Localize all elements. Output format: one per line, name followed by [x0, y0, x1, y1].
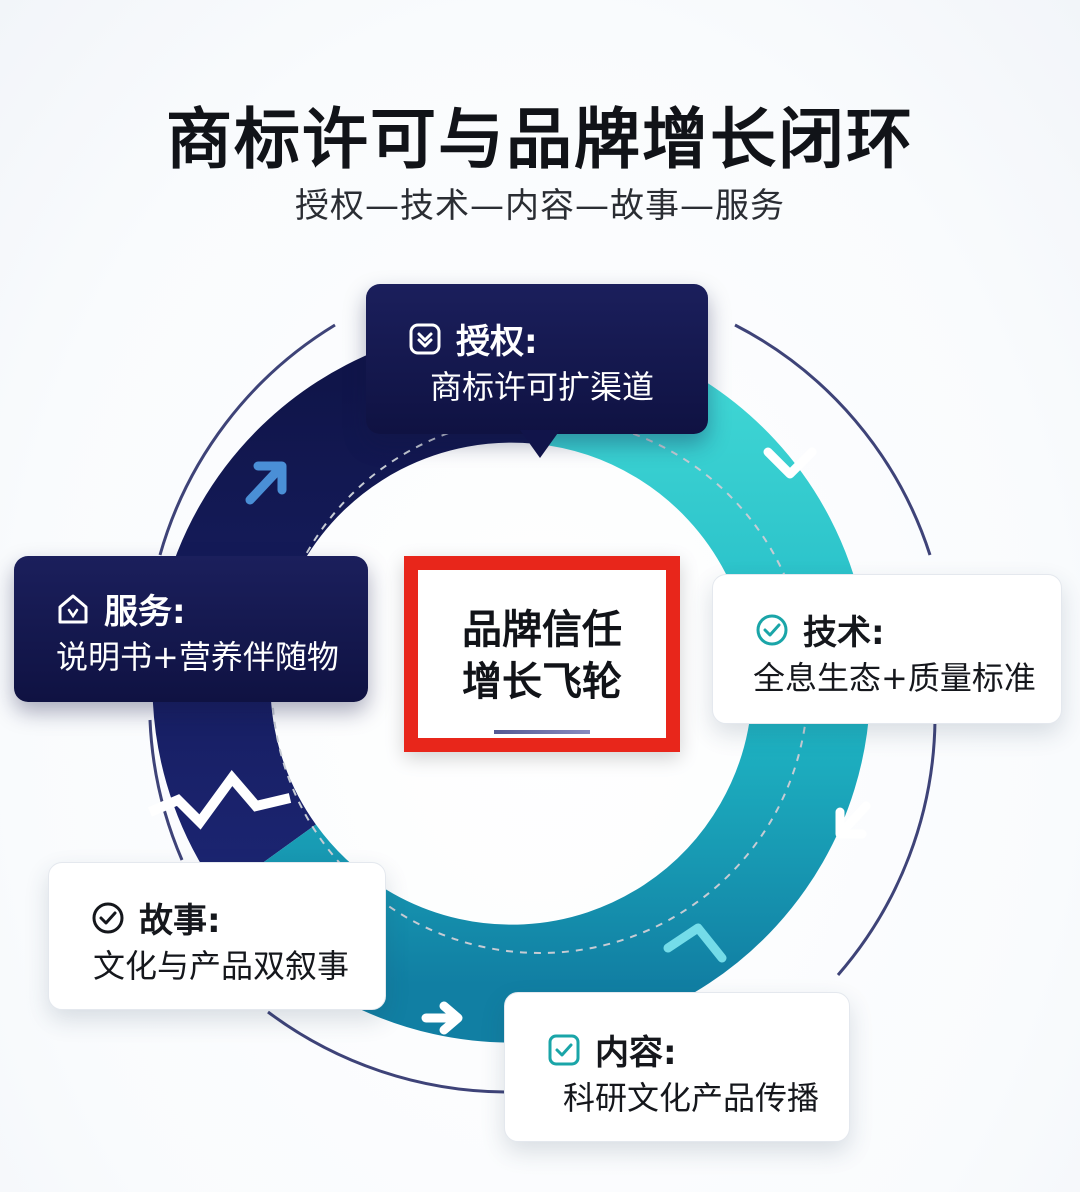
step-license-label: 授权: — [456, 322, 538, 362]
step-tech-header: 技术: — [755, 605, 885, 654]
arrow-down-left-icon — [835, 801, 871, 839]
step-license-header: 授权: — [408, 314, 538, 363]
step-card-story: 故事: 文化与产品双叙事 — [48, 862, 386, 1010]
center-flywheel-box: 品牌信任 增长飞轮 — [404, 556, 680, 752]
arrow-right-icon — [421, 1001, 463, 1035]
step-content-text: 科研文化产品传播 — [563, 1079, 820, 1117]
step-license-text: 商标许可扩渠道 — [430, 368, 655, 406]
center-underline — [494, 730, 590, 734]
step-tech-label: 技术: — [803, 613, 885, 653]
center-line-1: 品牌信任 — [462, 607, 622, 653]
outer-guide-arcs — [148, 323, 937, 1094]
step-story-label: 故事: — [139, 901, 221, 941]
direction-arrows — [245, 447, 871, 1035]
step-content-header: 内容: — [547, 1025, 677, 1074]
step-story-text: 文化与产品双叙事 — [93, 947, 350, 985]
step-service-header: 服务: — [56, 584, 186, 633]
ring-break-zigzag — [148, 769, 292, 830]
check-square-icon — [548, 1034, 580, 1065]
center-line-2: 增长飞轮 — [462, 659, 622, 705]
ring-segment-teal — [220, 326, 871, 1043]
house-icon — [58, 594, 88, 623]
page-title: 商标许可与品牌增长闭环 — [166, 101, 914, 178]
page-subtitle: 授权—技术—内容—故事—服务 — [295, 186, 785, 226]
step-card-content: 内容: 科研文化产品传播 — [504, 992, 850, 1142]
arrow-up-right-icon — [245, 461, 287, 505]
step-story-header: 故事: — [91, 893, 221, 942]
step-card-tech: 技术: 全息生态+质量标准 — [712, 574, 1062, 724]
ring-highlight-chevron — [663, 923, 727, 963]
step-content-label: 内容: — [595, 1033, 677, 1073]
chevron-right-icon — [763, 447, 817, 479]
check-circle-icon — [92, 902, 124, 933]
step-tech-text: 全息生态+质量标准 — [753, 659, 1036, 697]
step-card-license: 授权: 商标许可扩渠道 — [366, 284, 708, 434]
license-card-pointer — [520, 430, 560, 458]
check-circle-icon — [756, 614, 788, 645]
step-service-label: 服务: — [104, 592, 186, 632]
step-card-service: 服务: 说明书+营养伴随物 — [14, 556, 368, 702]
step-service-text: 说明书+营养伴随物 — [56, 638, 339, 676]
chevron-down-square-icon — [409, 323, 441, 354]
